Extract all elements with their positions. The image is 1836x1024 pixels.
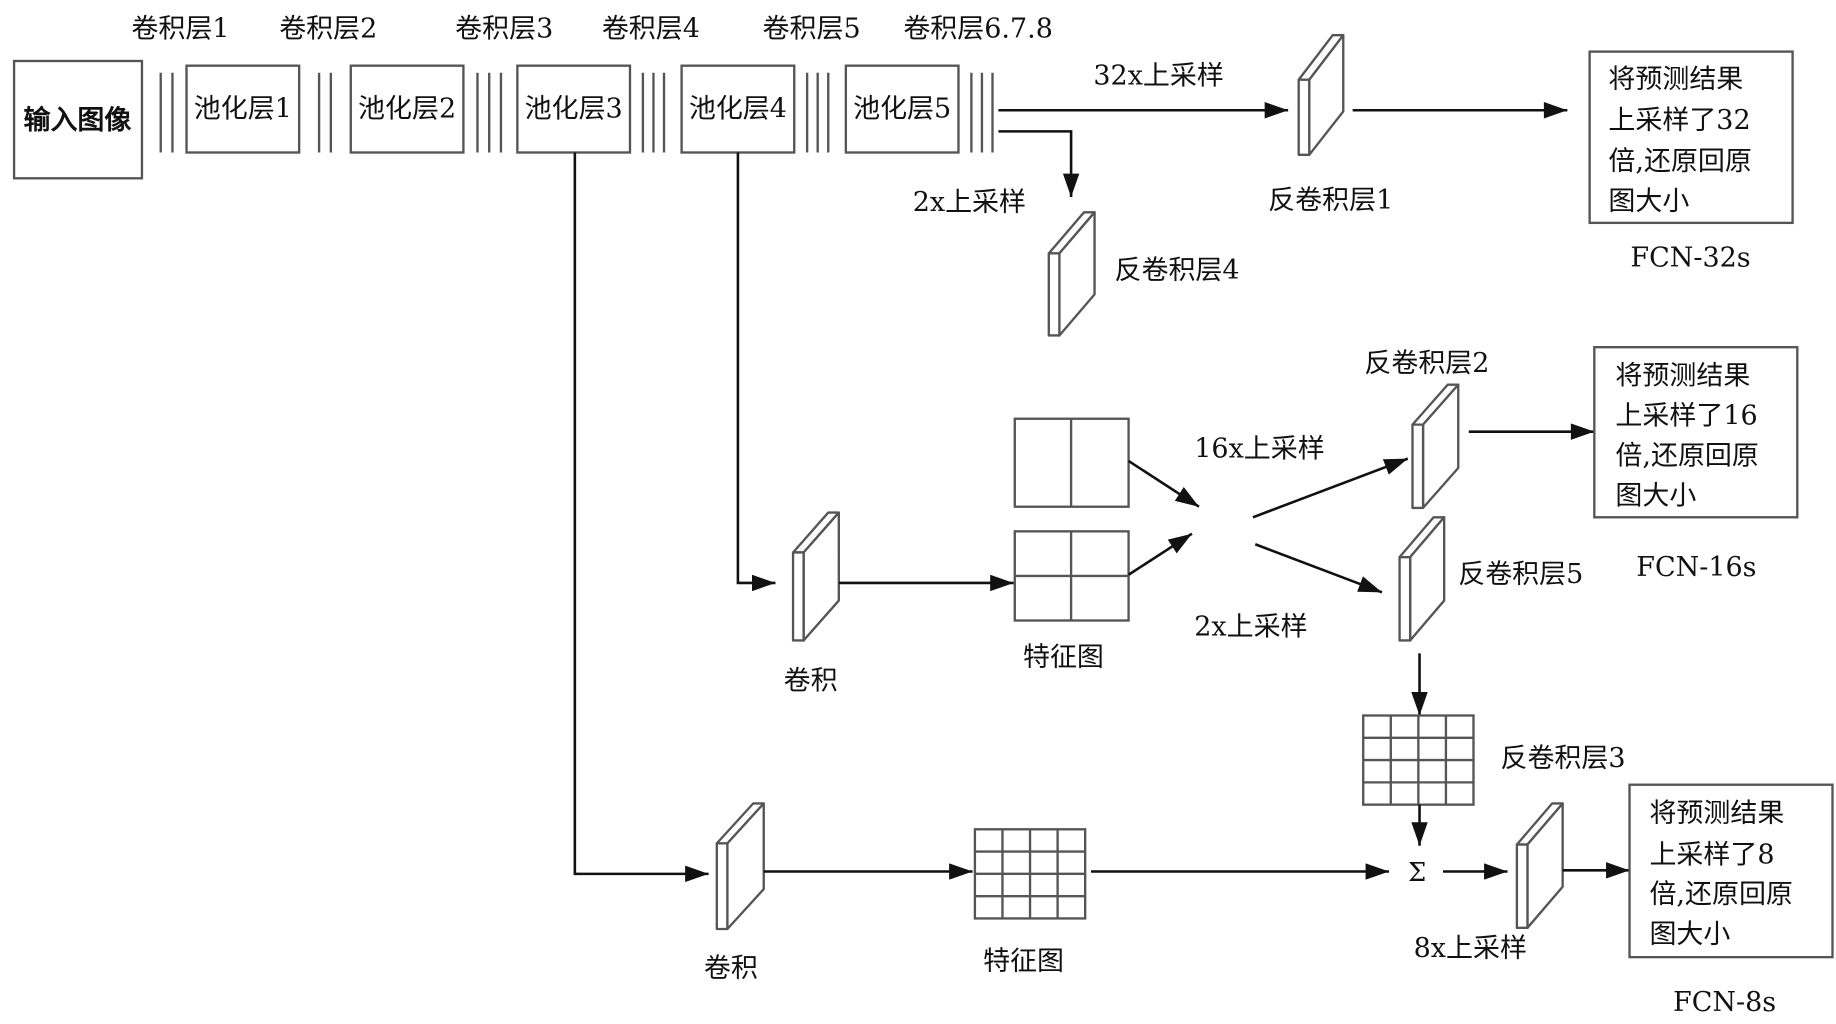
edge-to-deconv5 bbox=[1254, 543, 1383, 594]
deconv-layer-5-label: 反卷积层5 bbox=[1458, 559, 1583, 590]
pool-layer-2-node: 池化层2 bbox=[349, 64, 465, 154]
conv-bars-5 bbox=[805, 72, 830, 153]
edge-pool3-to-conv bbox=[573, 152, 709, 883]
fcn16-conv-slab bbox=[791, 511, 840, 642]
fcn16-result-line-4: 图大小 bbox=[1615, 480, 1696, 511]
fcn8-conv-label: 卷积 bbox=[704, 953, 758, 984]
conv-layer-1-label: 卷积层1 bbox=[131, 14, 229, 45]
fcn16-conv-label: 卷积 bbox=[784, 666, 838, 697]
fcn32-result-line-2: 上采样了32 bbox=[1608, 105, 1750, 136]
feature-map-2x2 bbox=[1013, 530, 1130, 622]
conv-layer-2-label: 卷积层2 bbox=[279, 14, 377, 45]
fcn16-result-line-1: 将预测结果 bbox=[1615, 361, 1750, 392]
conv-bars-678 bbox=[970, 72, 994, 153]
conv-layer-3-label: 卷积层3 bbox=[455, 14, 553, 45]
fcn32-result-line-3: 倍,还原回原 bbox=[1608, 146, 1751, 177]
deconv-layer-4-label: 反卷积层4 bbox=[1115, 255, 1240, 286]
fcn32-result-line-4: 图大小 bbox=[1608, 186, 1689, 217]
fcn8-result-line-3: 倍,还原回原 bbox=[1649, 879, 1792, 910]
conv-bars-4 bbox=[641, 72, 666, 153]
edge-feature2-merge bbox=[1127, 532, 1193, 576]
pool-layer-5-node: 池化层5 bbox=[844, 64, 960, 154]
upsample-2x-label-top: 2x上采样 bbox=[913, 187, 1026, 218]
conv-bars-3 bbox=[476, 72, 503, 153]
pool-layer-5-label: 池化层5 bbox=[853, 93, 951, 124]
conv-layer-5-label: 卷积层5 bbox=[763, 14, 861, 45]
deconv-layer-2-label: 反卷积层2 bbox=[1364, 348, 1489, 379]
fcn16-result-box: 将预测结果 上采样了16 倍,还原回原 图大小 bbox=[1593, 346, 1799, 519]
pool-layer-3-node: 池化层3 bbox=[516, 64, 632, 154]
upsample-32x-label: 32x上采样 bbox=[1093, 60, 1223, 91]
fcn16-feature-label: 特征图 bbox=[1023, 642, 1104, 673]
deconv-layer-2-slab bbox=[1411, 383, 1460, 510]
pool-layer-4-label: 池化层4 bbox=[689, 93, 787, 124]
conv-bars-2 bbox=[317, 72, 333, 153]
conv-layer-678-label: 卷积层6.7.8 bbox=[903, 14, 1053, 45]
deconv-layer-3-label: 反卷积层3 bbox=[1500, 743, 1625, 774]
upsample-8x-label: 8x上采样 bbox=[1414, 933, 1527, 964]
feature-map-2x1 bbox=[1013, 417, 1130, 508]
fcn8-result-box: 将预测结果 上采样了8 倍,还原回原 图大小 bbox=[1628, 783, 1834, 959]
fcn8-result-line-2: 上采样了8 bbox=[1649, 839, 1774, 870]
deconv-layer-1-slab bbox=[1297, 34, 1345, 157]
fcn32-result-line-1: 将预测结果 bbox=[1608, 64, 1743, 95]
pool-layer-3-label: 池化层3 bbox=[525, 93, 623, 124]
fcn8-upsample-slab bbox=[1515, 802, 1564, 929]
fcn8-result-line-4: 图大小 bbox=[1649, 919, 1730, 950]
fcn16-name-label: FCN-16s bbox=[1636, 552, 1756, 583]
deconv-layer-3-grid bbox=[1362, 714, 1475, 806]
fcn8-result-line-1: 将预测结果 bbox=[1649, 798, 1784, 829]
conv-layer-4-label: 卷积层4 bbox=[602, 14, 700, 45]
input-image-node: 输入图像 bbox=[12, 59, 144, 180]
input-image-label: 输入图像 bbox=[23, 104, 131, 136]
deconv-layer-4-slab bbox=[1047, 211, 1096, 337]
fcn32-name-label: FCN-32s bbox=[1630, 242, 1750, 273]
pool-layer-2-label: 池化层2 bbox=[358, 93, 456, 124]
pool-layer-4-node: 池化层4 bbox=[680, 64, 796, 154]
upsample-2x-label-mid: 2x上采样 bbox=[1194, 612, 1307, 643]
pool-layer-1-label: 池化层1 bbox=[194, 93, 292, 124]
pool-layer-1-node: 池化层1 bbox=[185, 64, 301, 154]
fcn8-name-label: FCN-8s bbox=[1673, 987, 1776, 1018]
fcn32-result-box: 将预测结果 上采样了32 倍,还原回原 图大小 bbox=[1588, 50, 1794, 225]
conv-bars-1 bbox=[159, 72, 174, 153]
fcn16-result-line-2: 上采样了16 bbox=[1615, 401, 1757, 432]
fcn16-result-line-3: 倍,还原回原 bbox=[1615, 440, 1758, 471]
edge-feature1-merge bbox=[1127, 459, 1200, 508]
edge-to-deconv2 bbox=[1252, 457, 1409, 519]
deconv-layer-1-label: 反卷积层1 bbox=[1268, 185, 1393, 216]
edge-pool4-to-conv bbox=[736, 152, 776, 592]
edge-to-deconv4 bbox=[998, 130, 1080, 198]
feature-map-4x4 bbox=[973, 828, 1087, 920]
fcn8-conv-slab bbox=[715, 802, 765, 931]
upsample-16x-label: 16x上采样 bbox=[1194, 433, 1324, 464]
sum-symbol: Σ bbox=[1408, 858, 1426, 888]
deconv-layer-5-slab bbox=[1398, 516, 1446, 642]
fcn8-feature-label: 特征图 bbox=[983, 946, 1064, 977]
